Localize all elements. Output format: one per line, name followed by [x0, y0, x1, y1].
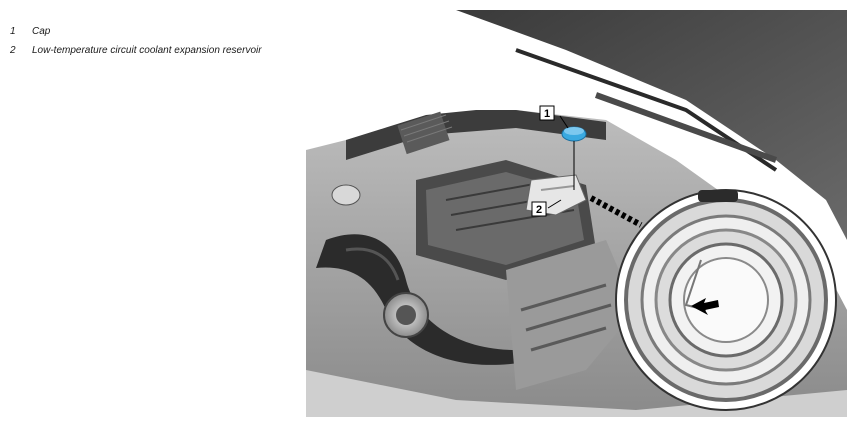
callout-cap: 1 — [539, 105, 555, 121]
engine-bay-illustration: 1 2 — [306, 10, 847, 417]
detail-connector — [589, 195, 643, 228]
vent-grille — [397, 111, 453, 155]
legend-item-text: Cap — [32, 26, 51, 37]
cap-highlight — [561, 126, 587, 142]
callout-cap-number: 1 — [544, 108, 550, 120]
detail-view — [615, 189, 837, 411]
legend-item-number: 1 — [10, 26, 16, 37]
intake-duct — [316, 234, 536, 365]
leader-line-reservoir — [547, 199, 562, 209]
legend: 1 Cap 2 Low-temperature circuit coolant … — [10, 26, 280, 64]
arrow-icon — [691, 298, 719, 315]
intake-manifold — [506, 240, 636, 390]
leader-line-cap — [559, 115, 569, 129]
turbo-housing — [331, 184, 429, 338]
hood — [456, 10, 847, 240]
legend-item-cap: 1 Cap — [10, 26, 280, 37]
legend-item-text: Low-temperature circuit coolant expansio… — [32, 45, 262, 56]
callout-reservoir-number: 2 — [536, 204, 542, 216]
reservoir-tab — [698, 190, 738, 202]
callout-reservoir: 2 — [531, 201, 547, 217]
legend-item-reservoir: 2 Low-temperature circuit coolant expans… — [10, 45, 280, 56]
legend-item-number: 2 — [10, 45, 16, 56]
engine-bay-svg: 1 2 — [306, 10, 847, 417]
